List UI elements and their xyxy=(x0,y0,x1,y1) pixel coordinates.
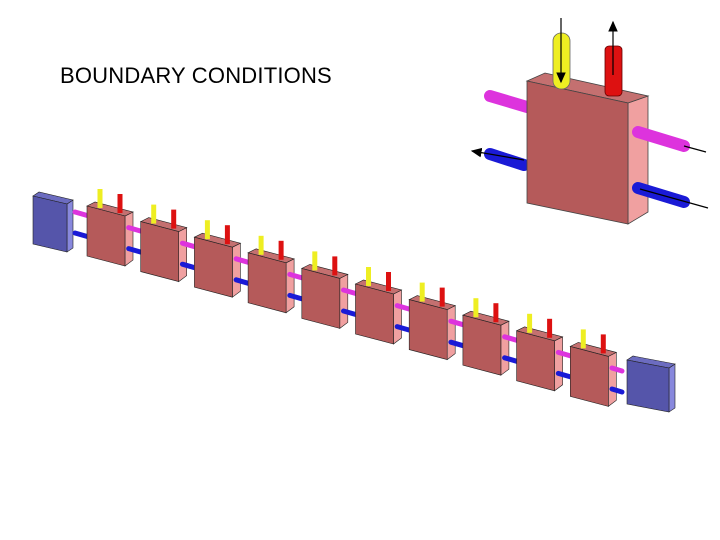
cell-side xyxy=(178,227,187,283)
blue-pipe xyxy=(72,230,92,240)
magenta-pipe xyxy=(394,303,414,313)
cell-front xyxy=(516,330,555,392)
detail-magenta-right-line xyxy=(683,145,707,153)
detail-cell xyxy=(470,18,709,225)
detail-cell-front xyxy=(526,80,629,225)
magenta-pipe xyxy=(179,240,199,250)
end-cap-left xyxy=(32,191,74,253)
magenta-pipe xyxy=(341,287,360,297)
cell-front xyxy=(86,205,126,267)
cell-side xyxy=(232,242,241,298)
cell-side xyxy=(500,320,510,376)
magenta-pipe xyxy=(448,318,468,328)
blue-pipe xyxy=(233,277,253,287)
chain-cell xyxy=(179,220,242,298)
cell-side xyxy=(285,258,295,314)
cell-front xyxy=(569,346,609,407)
detail-magenta-pipe-left xyxy=(484,90,533,113)
blue-pipe xyxy=(555,370,575,380)
chain-cell xyxy=(287,251,349,329)
chain-cell xyxy=(126,204,188,283)
cell-side xyxy=(607,351,617,407)
magenta-pipe xyxy=(126,225,146,235)
cell-front xyxy=(140,221,179,282)
magenta-pipe xyxy=(72,209,92,219)
magenta-pipe xyxy=(233,256,253,266)
cell-front xyxy=(301,268,341,329)
end-cap-left-side xyxy=(66,199,74,253)
cell-front xyxy=(355,283,394,345)
cell-side xyxy=(446,305,456,361)
detail-blue-arrow xyxy=(470,147,525,161)
chain-cell xyxy=(448,298,510,376)
cell-front xyxy=(247,252,287,314)
cell-side xyxy=(124,211,134,267)
detail-blue-right-line xyxy=(639,188,709,209)
cell-chain xyxy=(32,189,676,413)
cell-side xyxy=(554,336,563,392)
detail-cell-side xyxy=(627,95,649,225)
slide-title: BOUNDARY CONDITIONS xyxy=(60,63,332,88)
chain-cell xyxy=(555,329,618,407)
blue-pipe xyxy=(287,292,307,302)
end-cap-left-front xyxy=(32,195,68,253)
chain-cell xyxy=(233,235,295,314)
chain-cell xyxy=(341,267,403,345)
detail-blue-pipe-left xyxy=(484,148,530,171)
magenta-pipe xyxy=(502,334,522,344)
blue-pipe xyxy=(448,339,468,349)
magenta-pipe xyxy=(609,365,625,374)
detail-magenta-pipe-right xyxy=(632,126,690,152)
end-cap-right-side xyxy=(668,363,676,413)
cell-side xyxy=(339,273,349,329)
blue-pipe xyxy=(126,246,146,256)
blue-pipe xyxy=(609,386,625,395)
cell-side xyxy=(393,289,402,345)
blue-pipe xyxy=(341,308,360,318)
chain-cell xyxy=(394,282,457,361)
magenta-pipe xyxy=(555,349,575,359)
cell-front xyxy=(462,314,502,376)
blue-pipe xyxy=(394,324,414,334)
end-cap-right-front xyxy=(626,359,670,413)
chain-cell xyxy=(72,189,134,267)
end-cap-right xyxy=(626,355,676,413)
cell-front xyxy=(408,299,448,360)
blue-pipe xyxy=(502,355,522,365)
blue-pipe xyxy=(179,261,199,271)
magenta-pipe xyxy=(287,271,307,281)
cell-front xyxy=(194,236,233,298)
chain-cell xyxy=(502,313,564,392)
